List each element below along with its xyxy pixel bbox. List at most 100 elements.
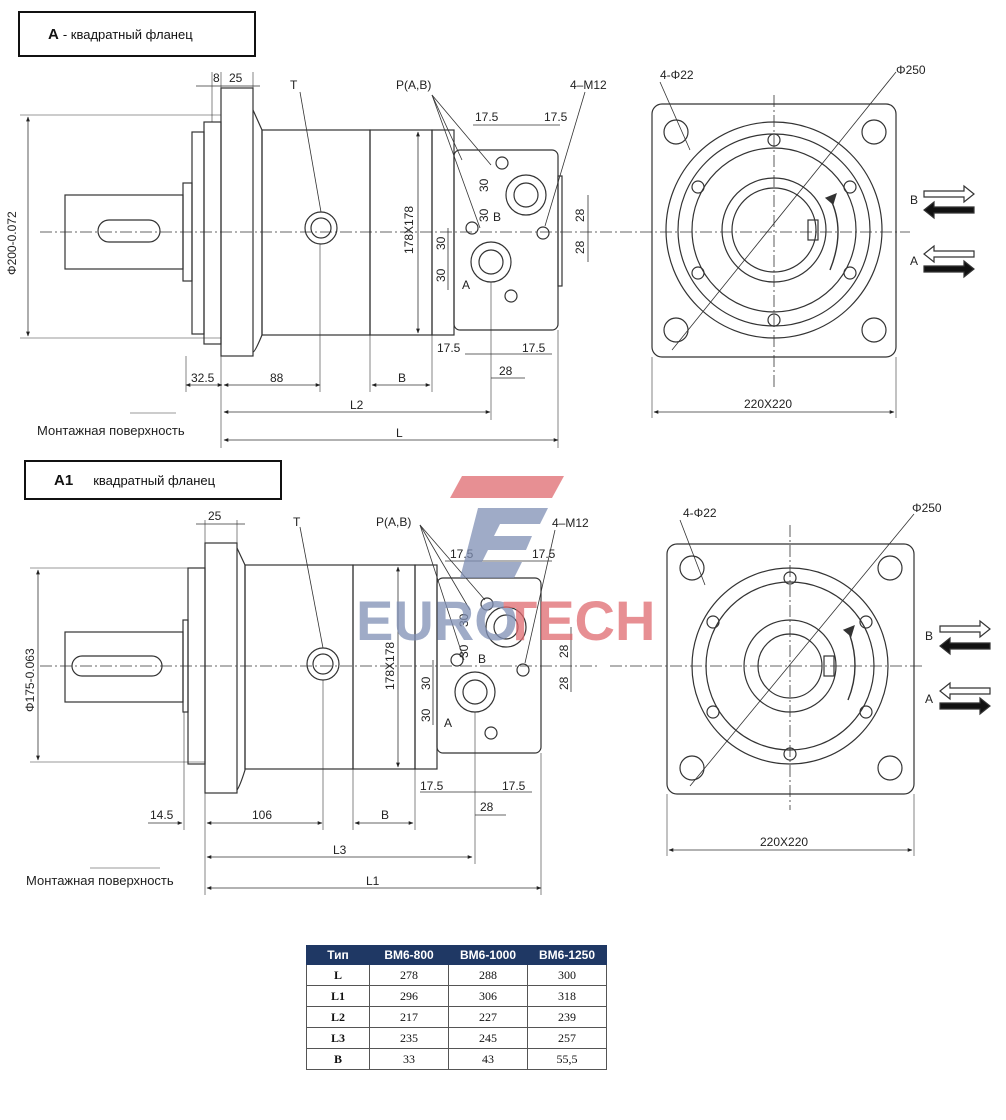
cell: 296 [369,985,449,1007]
row-label: L [306,964,370,986]
front-a1-pcd: Φ250 [912,501,942,515]
dim-a1-m12: 4–M12 [552,516,589,530]
front-a1-b: B [925,629,933,643]
dim-a-v28b: 28 [573,240,587,254]
view-a1-front [610,513,991,856]
view-a-front [620,71,975,418]
cell: 239 [527,1006,607,1028]
dim-a-8: 8 [213,71,220,85]
row-label: L1 [306,985,370,1007]
dim-a1-b: B [381,808,389,822]
row-label: B [306,1048,370,1070]
dim-a-s175a: 17.5 [475,110,499,124]
dim-a1-l3: L3 [333,843,347,857]
section-a1-caption: A1 квадратный фланец [24,460,282,500]
cell: 235 [369,1027,449,1049]
dim-a-b: B [398,371,406,385]
front-a1-a: A [925,692,933,706]
dim-a1-v28b: 28 [557,676,571,690]
dim-a-l: L [396,426,403,440]
dim-a-178: 178X178 [402,206,416,254]
view-a-side [20,72,620,448]
port-a1-a: A [444,716,452,730]
cell: 318 [527,985,607,1007]
mount-surface-a: Монтажная поверхность [37,423,185,438]
section-a1-letter: A1 [54,471,74,489]
dim-a-25: 25 [229,71,243,85]
dim-a1-b28: 28 [480,800,494,814]
dim-a-m12: 4–M12 [570,78,607,92]
dim-a-pab: P(A,B) [396,78,431,92]
dim-a1-v30d: 30 [419,708,433,722]
spec-table: Тип BM6-800 BM6-1000 BM6-1250 L 278 288 … [306,945,607,1070]
dim-a1-s175b: 17.5 [532,547,556,561]
dim-a1-178: 178X178 [383,642,397,690]
dim-a-v30c: 30 [434,236,448,250]
dim-a-b17a: 17.5 [437,341,461,355]
col-bm6-1000: BM6-1000 [448,945,528,965]
section-a-caption: A - квадратный фланец [18,11,256,57]
dim-a-88: 88 [270,371,284,385]
dim-a-v28a: 28 [573,208,587,222]
dim-a1-l1: L1 [366,874,380,888]
dim-a1-pab: P(A,B) [376,515,411,529]
cell: 288 [448,964,528,986]
cell: 217 [369,1006,449,1028]
cell: 278 [369,964,449,986]
port-a-label: A [462,278,470,292]
dim-a-b28: 28 [499,364,513,378]
watermark-tech: TECH [503,589,655,652]
section-a-letter: A [48,25,59,43]
table-row: L1 296 306 318 [306,985,607,1007]
dim-a-b17b: 17.5 [522,341,546,355]
cell: 306 [448,985,528,1007]
dim-a-v30a: 30 [477,178,491,192]
port-b-label: B [493,210,501,224]
view-a1-side [30,520,600,895]
watermark-euro: EURO [356,589,518,652]
cell: 43 [448,1048,528,1070]
front-a1-size: 220X220 [760,835,808,849]
dim-a-325: 32.5 [191,371,215,385]
col-bm6-1250: BM6-1250 [527,945,607,965]
dim-a1-diam: Φ175-0.063 [23,648,37,712]
cell: 33 [369,1048,449,1070]
front-a1-holes: 4-Φ22 [683,506,717,520]
dim-a1-106: 106 [252,808,272,822]
dim-a-s175b: 17.5 [544,110,568,124]
dim-a1-v30c: 30 [419,676,433,690]
cell: 227 [448,1006,528,1028]
dim-a1-145: 14.5 [150,808,174,822]
table-row: L3 235 245 257 [306,1027,607,1049]
col-bm6-800: BM6-800 [369,945,449,965]
dim-a1-v28a: 28 [557,644,571,658]
dim-a-t: T [290,78,298,92]
dim-a1-v30a: 30 [457,613,471,627]
front-a-size: 220X220 [744,397,792,411]
cell: 55,5 [527,1048,607,1070]
cell: 245 [448,1027,528,1049]
spec-table-header: Тип BM6-800 BM6-1000 BM6-1250 [306,945,607,965]
front-a-a: A [910,254,918,268]
dim-a-diam: Φ200-0.072 [5,211,19,275]
dim-a-v30b: 30 [477,208,491,222]
dim-a-v30d: 30 [434,268,448,282]
dim-a-l2: L2 [350,398,364,412]
table-row: L 278 288 300 [306,964,607,986]
row-label: L3 [306,1027,370,1049]
table-row: B 33 43 55,5 [306,1048,607,1070]
mount-surface-a1: Монтажная поверхность [26,873,174,888]
col-type: Тип [306,945,370,965]
cell: 300 [527,964,607,986]
dim-a1-25: 25 [208,509,222,523]
dim-a1-t: T [293,515,301,529]
eurotech-logo: EURO TECH [356,476,655,652]
dim-a1-b17b: 17.5 [502,779,526,793]
front-a-holes: 4-Φ22 [660,68,694,82]
front-a-b: B [910,193,918,207]
section-a-text: - квадратный фланец [62,26,193,42]
front-a-pcd: Φ250 [896,63,926,77]
port-a1-b: B [478,652,486,666]
dim-a1-v30b: 30 [457,644,471,658]
